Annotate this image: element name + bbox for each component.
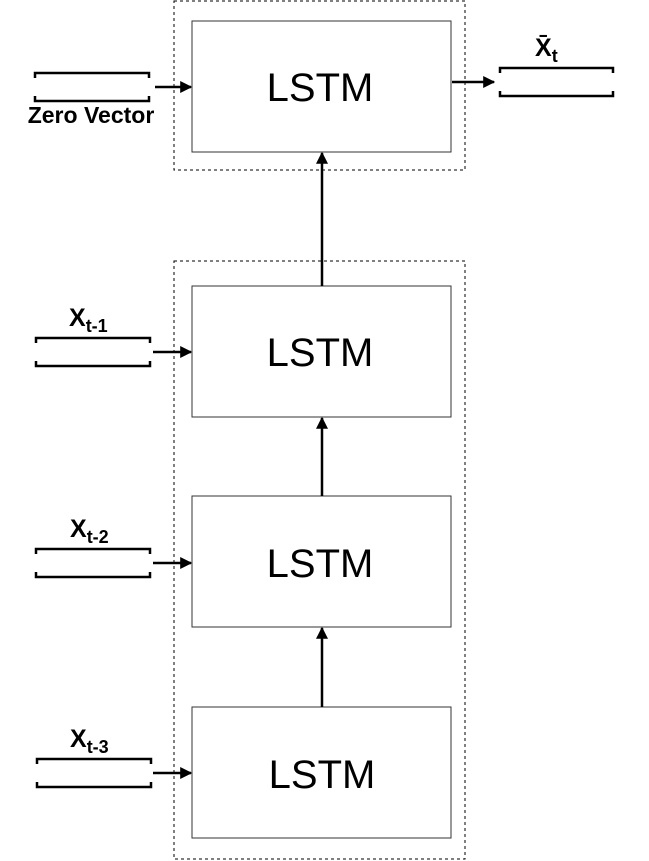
lstm-block-encoder-3: LSTM xyxy=(191,706,452,839)
zero-vector-label: Zero Vector xyxy=(28,102,155,128)
lstm-block-decoder: LSTM xyxy=(191,20,452,153)
input-base: X xyxy=(70,515,87,543)
vector-bracket xyxy=(34,336,152,368)
vector-bracket xyxy=(35,757,153,789)
input-x-t-3: Xt-3 xyxy=(35,725,193,789)
input-sub: t-2 xyxy=(87,527,109,547)
lstm-block-encoder-2: LSTM xyxy=(191,495,452,628)
input-base: X xyxy=(70,725,87,753)
lstm-label: LSTM xyxy=(267,331,374,375)
lstm-label: LSTM xyxy=(267,66,374,110)
output-vector: X̄t xyxy=(452,33,615,98)
input-label: Xt-1 xyxy=(69,304,108,336)
input-x-t-2: Xt-2 xyxy=(34,515,193,579)
output-label: X̄t xyxy=(535,33,558,66)
encoder-group-border xyxy=(173,260,466,860)
input-label: Xt-2 xyxy=(70,515,109,547)
lstm-block-encoder-1: LSTM xyxy=(191,285,452,418)
zero-vector-input: Zero Vector xyxy=(28,71,193,128)
input-base: X xyxy=(69,304,86,332)
input-label: Xt-3 xyxy=(70,725,109,757)
input-x-t-1: Xt-1 xyxy=(34,304,193,368)
decoder-group-border xyxy=(173,0,466,171)
input-sub: t-1 xyxy=(86,316,108,336)
output-base: X̄ xyxy=(535,33,552,62)
input-sub: t-3 xyxy=(87,737,109,757)
output-sub: t xyxy=(552,46,558,66)
vector-bracket xyxy=(498,66,615,98)
lstm-label: LSTM xyxy=(267,542,374,586)
vector-bracket xyxy=(33,71,151,103)
lstm-label: LSTM xyxy=(269,753,376,797)
vector-bracket xyxy=(34,547,152,579)
